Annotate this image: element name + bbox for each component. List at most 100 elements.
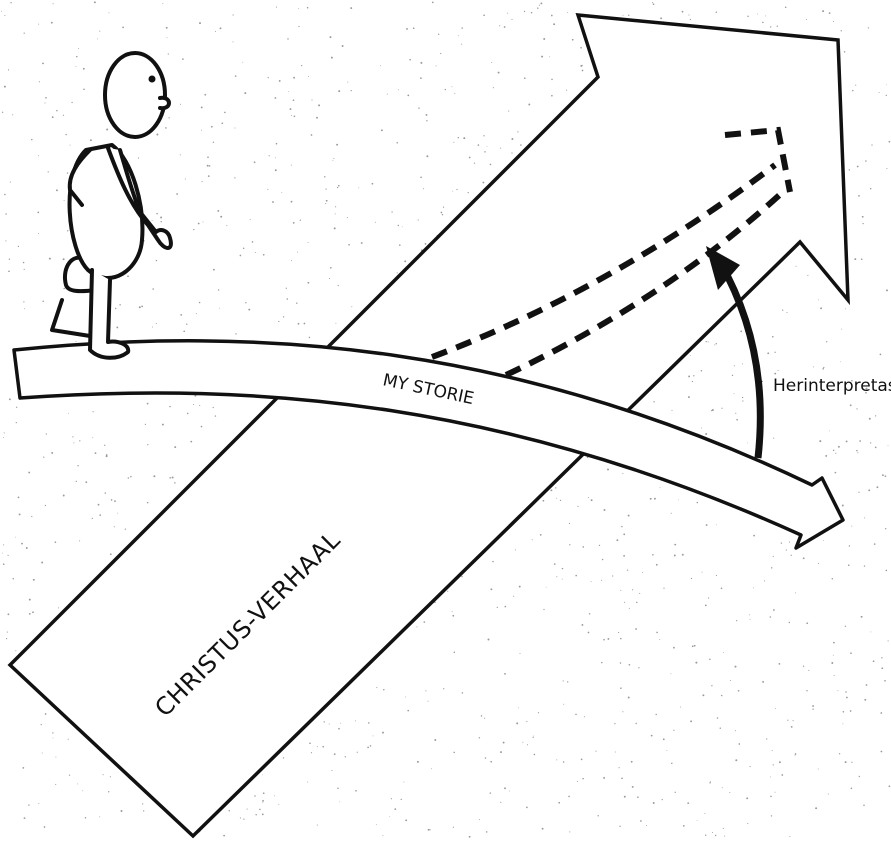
- speckle-dot: [724, 835, 726, 837]
- speckle-dot: [308, 336, 311, 339]
- speckle-dot: [785, 549, 787, 551]
- speckle-dot: [837, 690, 839, 692]
- speckle-dot: [329, 266, 332, 269]
- speckle-dot: [681, 553, 684, 556]
- speckle-dot: [682, 825, 685, 827]
- speckle-dot: [842, 723, 844, 725]
- speckle-dot: [886, 84, 887, 86]
- speckle-dot: [619, 662, 622, 664]
- speckle-dot: [511, 18, 513, 20]
- speckle-dot: [582, 546, 585, 548]
- speckle-dot: [842, 711, 845, 713]
- speckle-dot: [130, 475, 132, 478]
- speckle-dot: [226, 225, 228, 227]
- speckle-dot: [674, 543, 677, 546]
- speckle-dot: [179, 103, 182, 105]
- speckle-dot: [711, 831, 714, 834]
- speckle-dot: [671, 762, 673, 765]
- speckle-dot: [380, 129, 383, 132]
- speckle-dot: [696, 820, 698, 821]
- speckle-dot: [309, 742, 311, 745]
- speckle-dot: [492, 560, 494, 563]
- speckle-dot: [772, 764, 774, 766]
- speckle-dot: [581, 623, 584, 626]
- speckle-dot: [489, 163, 492, 166]
- speckle-dot: [174, 446, 177, 449]
- speckle-dot: [102, 774, 104, 776]
- speckle-dot: [336, 186, 339, 189]
- speckle-dot: [374, 221, 376, 223]
- speckle-dot: [322, 745, 325, 748]
- speckle-dot: [219, 307, 221, 309]
- speckle-dot: [807, 274, 809, 276]
- speckle-dot: [193, 403, 195, 406]
- speckle-dot: [653, 497, 656, 500]
- speckle-dot: [262, 774, 263, 776]
- speckle-dot: [71, 101, 73, 104]
- speckle-dot: [37, 211, 40, 214]
- speckle-dot: [420, 61, 423, 64]
- speckle-dot: [197, 222, 200, 225]
- speckle-dot: [729, 679, 732, 681]
- speckle-dot: [696, 501, 699, 504]
- speckle-dot: [598, 544, 601, 547]
- speckle-dot: [84, 816, 87, 819]
- speckle-dot: [68, 774, 71, 776]
- speckle-dot: [151, 220, 153, 222]
- speckle-dot: [622, 14, 624, 16]
- speckle-dot: [92, 437, 94, 439]
- speckle-dot: [693, 375, 695, 377]
- speckle-dot: [815, 807, 818, 810]
- speckle-dot: [496, 606, 498, 609]
- speckle-dot: [537, 7, 539, 9]
- speckle-dot: [184, 178, 186, 180]
- speckle-dot: [704, 604, 707, 607]
- speckle-dot: [110, 499, 113, 501]
- speckle-dot: [847, 564, 850, 566]
- speckle-dot: [576, 780, 578, 783]
- speckle-dot: [207, 175, 210, 177]
- speckle-dot: [636, 601, 638, 604]
- speckle-dot: [639, 592, 641, 594]
- speckle-dot: [539, 534, 542, 536]
- speckle-dot: [601, 579, 603, 581]
- my-storie-arrow-shape: [12, 339, 845, 550]
- speckle-dot: [3, 544, 5, 546]
- speckle-dot: [788, 541, 791, 543]
- speckle-dot: [742, 400, 744, 402]
- speckle-dot: [483, 14, 485, 17]
- speckle-dot: [391, 211, 393, 213]
- speckle-dot: [716, 717, 719, 719]
- speckle-dot: [509, 790, 511, 792]
- speckle-dot: [426, 155, 429, 158]
- speckle-dot: [860, 615, 863, 618]
- speckle-dot: [127, 275, 129, 278]
- speckle-dot: [788, 621, 791, 624]
- speckle-dot: [45, 96, 47, 99]
- speckle-dot: [296, 302, 298, 304]
- speckle-dot: [75, 480, 77, 483]
- speckle-dot: [490, 588, 493, 591]
- speckle-dot: [166, 37, 168, 39]
- speckle-dot: [865, 391, 867, 394]
- speckle-dot: [79, 440, 81, 442]
- speckle-dot: [486, 146, 488, 147]
- speckle-dot: [23, 817, 26, 819]
- speckle-dot: [855, 84, 857, 86]
- speckle-dot: [228, 810, 231, 812]
- speckle-dot: [199, 22, 201, 25]
- speckle-dot: [528, 103, 531, 106]
- speckle-dot: [845, 440, 848, 443]
- speckle-dot: [82, 67, 85, 70]
- speckle-dot: [856, 408, 858, 410]
- speckle-dot: [701, 571, 703, 573]
- speckle-dot: [563, 703, 565, 705]
- speckle-dot: [77, 48, 79, 49]
- speckle-dot: [453, 141, 455, 143]
- speckle-dot: [487, 638, 490, 641]
- speckle-dot: [28, 613, 31, 615]
- speckle-dot: [663, 587, 665, 589]
- speckle-dot: [3, 436, 5, 438]
- speckle-dot: [212, 141, 215, 143]
- speckle-dot: [412, 27, 415, 30]
